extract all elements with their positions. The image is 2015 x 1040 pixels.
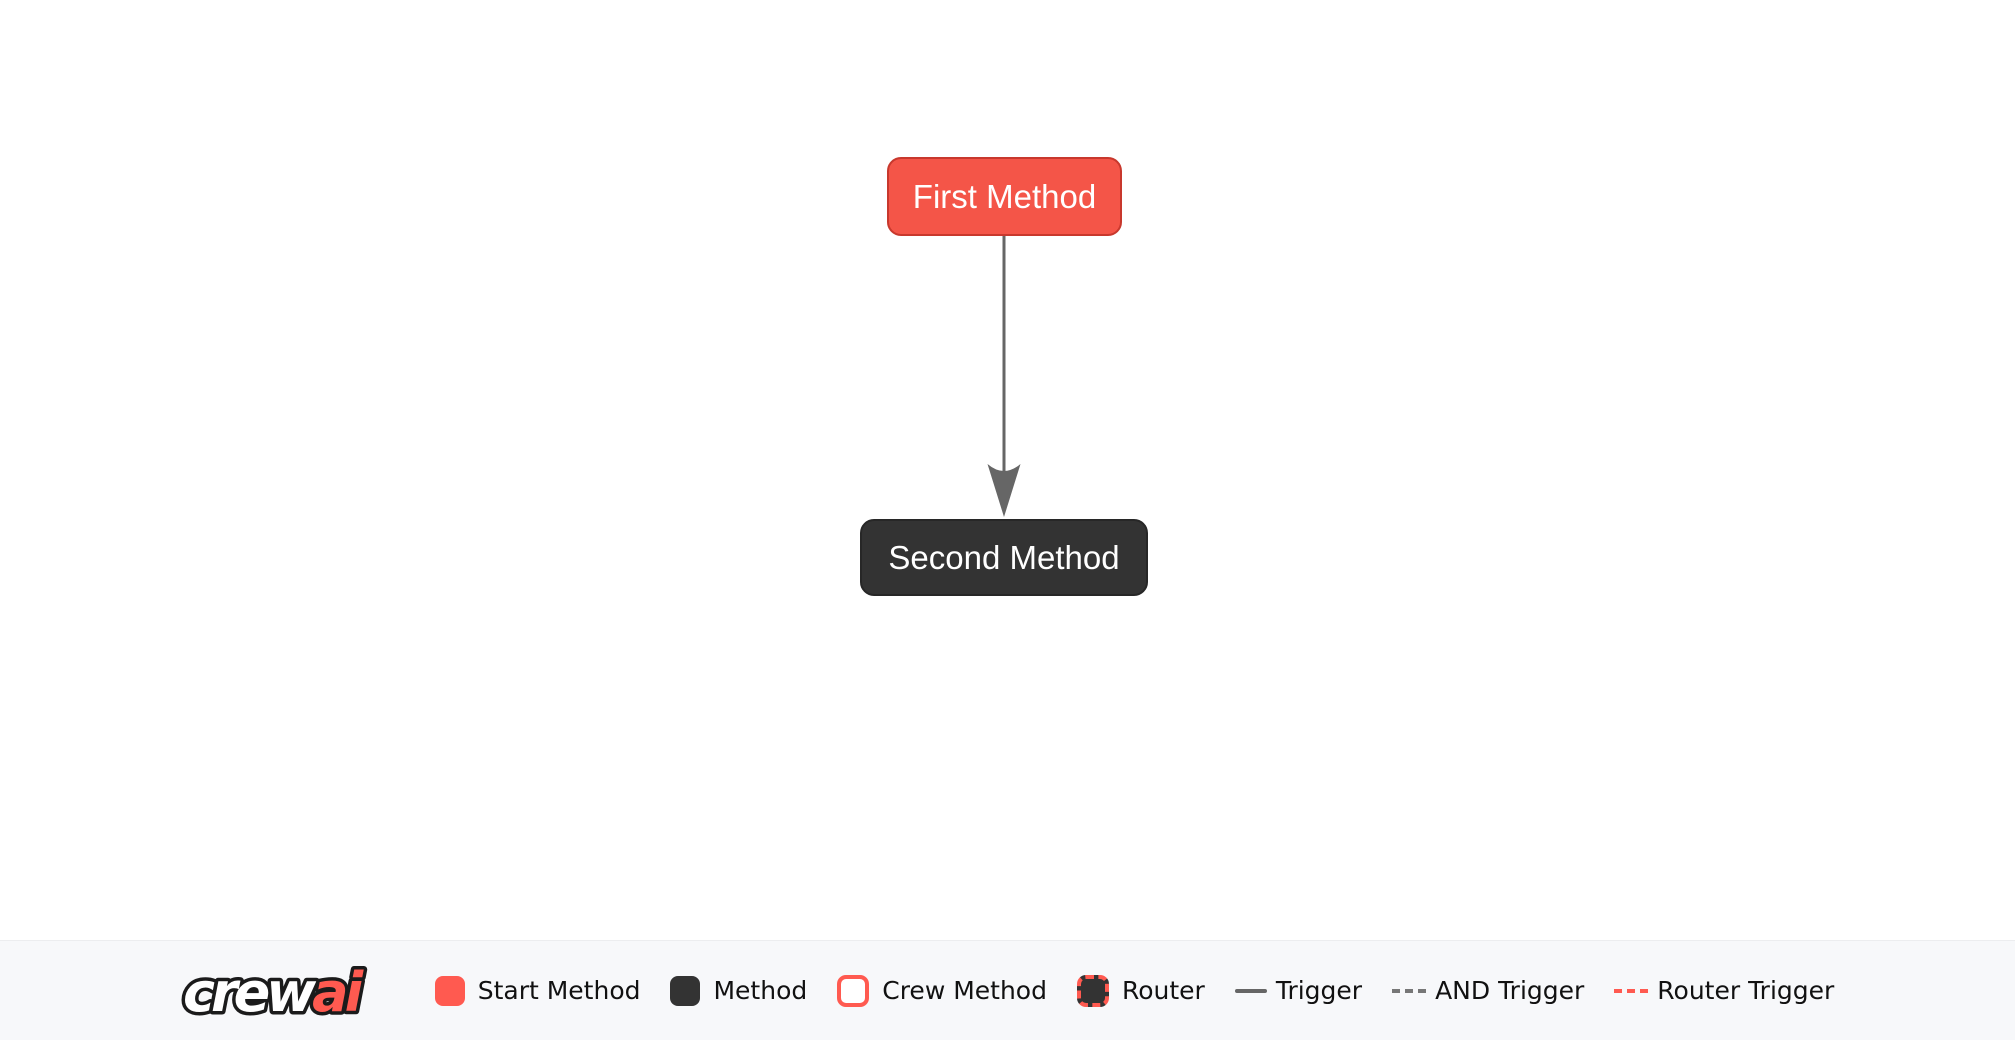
legend-item-router-trigger: Router Trigger	[1614, 978, 1834, 1003]
trigger-edge	[987, 236, 1021, 517]
flow-canvas[interactable]: First Method Second Method	[0, 0, 2015, 940]
legend-label: Crew Method	[882, 976, 1047, 1005]
legend-item-trigger: Trigger	[1234, 976, 1363, 1005]
and-trigger-line-icon	[1392, 988, 1427, 993]
legend-label: Start Method	[477, 976, 641, 1005]
legend-item-start-method: Start Method	[434, 975, 641, 1006]
node-label: Second Method	[888, 539, 1120, 576]
legend-label: Router Trigger	[1657, 976, 1835, 1005]
logo-text-ai: ai	[312, 961, 364, 1024]
logo-text-crew: crew	[183, 961, 317, 1024]
crewai-logo: crewai	[181, 957, 372, 1027]
legend-item-method: Method	[670, 975, 808, 1006]
router-swatch-icon	[1076, 974, 1109, 1007]
legend-label: Trigger	[1275, 976, 1363, 1005]
edge-arrowhead-icon	[987, 464, 1021, 517]
legend-label: Router	[1121, 976, 1205, 1005]
legend-label: Method	[713, 976, 808, 1005]
node-second-method[interactable]: Second Method	[860, 519, 1148, 596]
node-label: First Method	[912, 178, 1097, 215]
router-trigger-line-icon	[1614, 988, 1649, 993]
legend-label: AND Trigger	[1435, 976, 1585, 1005]
svg-text:crewai: crewai	[183, 961, 365, 1024]
legend-item-and-trigger: AND Trigger	[1392, 978, 1584, 1003]
method-swatch-icon	[670, 975, 701, 1006]
trigger-line-icon	[1234, 988, 1267, 993]
legend-bar: crewai Start Method Method Crew Method R…	[0, 940, 2015, 1040]
legend-item-router: Router	[1076, 974, 1205, 1007]
node-first-method[interactable]: First Method	[887, 157, 1122, 236]
crew-method-swatch-icon	[837, 974, 870, 1007]
legend-item-crew-method: Crew Method	[837, 974, 1047, 1007]
start-method-swatch-icon	[434, 975, 465, 1006]
